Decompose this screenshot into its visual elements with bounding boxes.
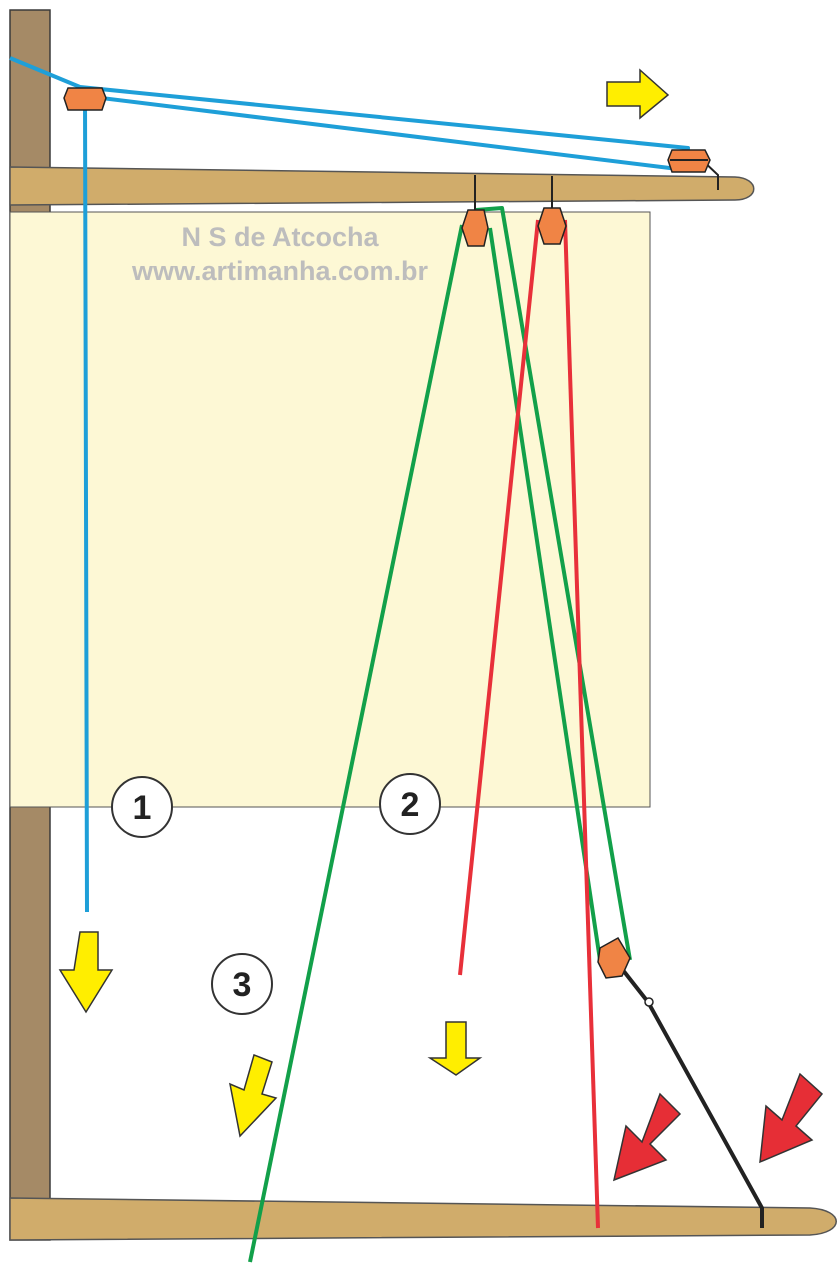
bottom-boom	[9, 1197, 837, 1241]
green-line	[488, 227, 602, 961]
pulley-icon	[461, 209, 489, 247]
arrow-icon	[612, 1092, 682, 1182]
sail-panel	[9, 211, 651, 808]
sheet-line	[613, 958, 764, 1228]
marker-3: 3	[211, 953, 273, 1015]
pulley-icon	[597, 936, 631, 979]
marker-label: 1	[133, 789, 152, 827]
sail-corner-ring	[644, 997, 654, 1007]
top-boom	[9, 166, 755, 206]
red-line	[458, 219, 540, 976]
green-line	[475, 206, 632, 961]
watermark-url: www.artimanha.com.br	[131, 256, 429, 286]
watermark-title: N S de Atcocha	[181, 222, 379, 252]
marker-2: 2	[379, 773, 441, 835]
green-line	[248, 224, 464, 1263]
marker-1: 1	[111, 776, 173, 838]
arrow-icon	[606, 68, 670, 120]
arrow-icon	[427, 1021, 483, 1076]
arrow-icon	[228, 1054, 278, 1138]
red-line	[563, 219, 600, 1229]
pulley-icon	[537, 207, 567, 245]
arrow-icon	[759, 1072, 824, 1164]
pulley-icon	[667, 149, 711, 173]
pulley-icon	[63, 87, 107, 111]
marker-label: 2	[401, 786, 420, 824]
marker-label: 3	[233, 966, 252, 1004]
arrow-icon	[58, 931, 114, 1014]
